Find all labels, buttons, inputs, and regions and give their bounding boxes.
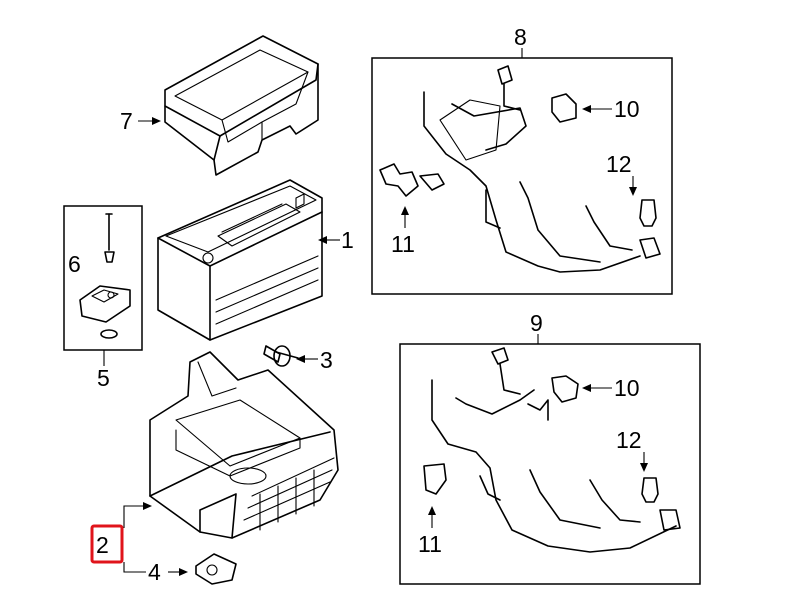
harness-8-part	[379, 65, 661, 273]
callout-10-a: 10	[614, 96, 640, 122]
callout-10-b: 10	[614, 375, 640, 401]
bulb-12-part-a	[639, 199, 657, 227]
harness-9-part	[423, 347, 681, 553]
callout-11-b: 11	[418, 531, 442, 557]
callout-12-b: 12	[616, 427, 642, 453]
bulb-12-part-b	[641, 477, 659, 503]
callout-1: 1	[341, 227, 354, 253]
callout-8: 8	[514, 24, 527, 50]
callout-2: 2	[96, 532, 109, 558]
tray-bolt-part	[263, 345, 299, 367]
harness-9-box	[399, 343, 701, 585]
callout-7: 7	[120, 108, 133, 134]
hold-down-clamp-part	[79, 213, 131, 339]
callout-11-a: 11	[391, 231, 415, 257]
battery-cover-part	[164, 35, 319, 176]
callout-9: 9	[530, 310, 543, 336]
battery-tray-part	[149, 351, 339, 539]
hold-down-kit-box	[63, 205, 143, 351]
leader-lines	[103, 48, 648, 576]
callout-6: 6	[68, 251, 81, 277]
callout-3: 3	[320, 347, 333, 373]
callout-5: 5	[97, 365, 110, 391]
connector-10-part-b	[551, 375, 579, 403]
battery-part	[157, 179, 323, 341]
callout-2-highlight	[90, 524, 124, 564]
tray-clip-part	[195, 553, 237, 585]
connector-10-part-a	[551, 93, 577, 123]
callout-4: 4	[148, 559, 161, 585]
callout-12-a: 12	[606, 151, 632, 177]
